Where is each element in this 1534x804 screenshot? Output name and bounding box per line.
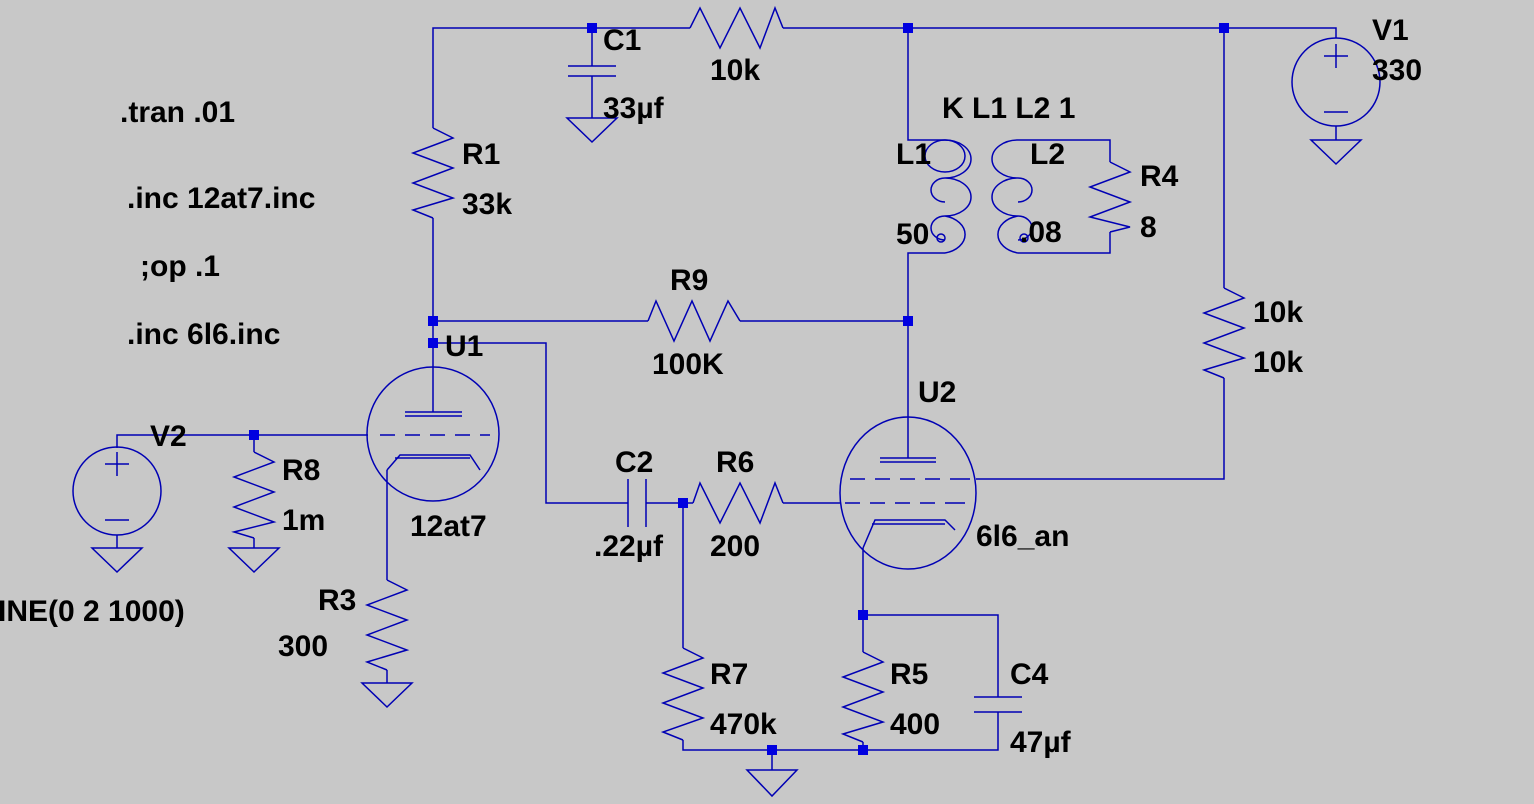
inductor-l2[interactable] xyxy=(991,139,1033,254)
r1-name: R1 xyxy=(462,138,500,171)
r3-value: 300 xyxy=(278,630,328,663)
resistor-r6[interactable] xyxy=(692,480,784,525)
r4-value: 8 xyxy=(1140,211,1157,244)
c1-value: 33µf xyxy=(603,92,665,125)
r8-name: R8 xyxy=(282,454,320,487)
u1-value: 12at7 xyxy=(410,510,487,543)
l1-value: 50 xyxy=(896,218,929,251)
ground-icon xyxy=(565,117,619,144)
u1-name: U1 xyxy=(445,330,483,363)
v2-value: INE(0 2 1000) xyxy=(0,595,185,628)
resistor-r8[interactable] xyxy=(231,451,277,539)
ground-icon xyxy=(1309,139,1363,166)
tube-u1[interactable] xyxy=(366,366,500,502)
c4-value: 47µf xyxy=(1010,726,1072,759)
ground-icon xyxy=(745,769,799,798)
resistor-screen[interactable] xyxy=(1201,287,1247,379)
inductor-l1[interactable] xyxy=(924,139,972,254)
resistor-top[interactable] xyxy=(689,5,784,50)
r1-value: 33k xyxy=(462,188,512,221)
v2-name: V2 xyxy=(150,420,187,453)
c2-value: .22µf xyxy=(594,530,664,563)
r-screen-value: 10k xyxy=(1253,346,1303,379)
voltage-source-v2[interactable] xyxy=(72,446,162,536)
r-screen-name: 10k xyxy=(1253,296,1303,329)
capacitor-c1[interactable] xyxy=(568,65,616,77)
u2-name: U2 xyxy=(918,376,956,409)
directive-coupling[interactable]: K L1 L2 1 xyxy=(942,92,1075,125)
r-top-value: 10k xyxy=(710,54,760,87)
resistor-r7[interactable] xyxy=(660,647,706,741)
resistor-r1[interactable] xyxy=(410,127,456,219)
u2-value: 6l6_an xyxy=(976,520,1069,553)
r9-value: 100K xyxy=(652,348,724,381)
v1-name: V1 xyxy=(1372,14,1409,47)
r4-name: R4 xyxy=(1140,160,1179,193)
r9-name: R9 xyxy=(670,264,708,297)
c4-name: C4 xyxy=(1010,658,1049,691)
r8-value: 1m xyxy=(282,504,325,537)
directive-inc-6l6[interactable]: .inc 6l6.inc xyxy=(127,318,280,351)
r5-name: R5 xyxy=(890,658,928,691)
r3-name: R3 xyxy=(318,584,356,617)
c1-name: C1 xyxy=(603,24,641,57)
r5-value: 400 xyxy=(890,708,940,741)
r6-value: 200 xyxy=(710,530,760,563)
junctions xyxy=(249,23,1229,755)
v1-value: 330 xyxy=(1372,54,1422,87)
tube-u2[interactable] xyxy=(839,416,977,570)
c2-name: C2 xyxy=(615,446,653,479)
l1-name: L1 xyxy=(896,138,931,171)
resistor-r5[interactable] xyxy=(840,651,886,743)
l2-name: L2 xyxy=(1030,138,1065,171)
resistor-r9[interactable] xyxy=(647,299,741,343)
r7-name: R7 xyxy=(710,658,748,691)
capacitor-c4[interactable] xyxy=(974,696,1022,713)
voltage-source-v1[interactable] xyxy=(1291,37,1381,127)
resistor-r4[interactable] xyxy=(1087,161,1133,233)
wires xyxy=(116,27,1337,770)
directive-inc-12at7[interactable]: .inc 12at7.inc xyxy=(127,182,315,215)
r6-name: R6 xyxy=(716,446,754,479)
r7-value: 470k xyxy=(710,708,777,741)
resistor-r3[interactable] xyxy=(364,579,410,671)
l2-value: .08 xyxy=(1020,216,1062,249)
ground-icon xyxy=(227,547,281,574)
ground-icon xyxy=(90,547,144,574)
directive-tran[interactable]: .tran .01 xyxy=(120,96,235,129)
directive-op[interactable]: ;op .1 xyxy=(140,250,220,283)
ground-icon xyxy=(360,682,414,709)
capacitor-c2[interactable] xyxy=(627,479,647,527)
